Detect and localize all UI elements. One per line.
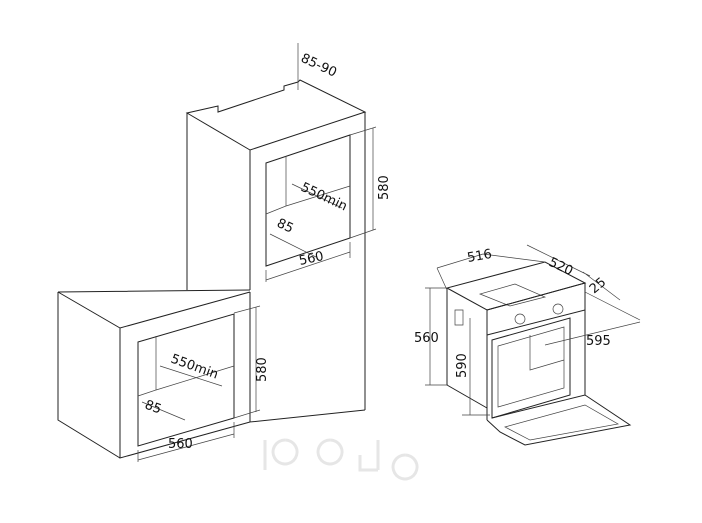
oven-front-panel-label: 25: [587, 275, 609, 297]
lower-cabinet: [57, 289, 366, 462]
tall-cabinet: [185, 43, 377, 410]
oven-body-width-label: 516: [466, 247, 493, 266]
upper-height-label: 580: [377, 175, 392, 200]
oven-body-height-label: 560: [414, 331, 439, 346]
lower-width-label: 560: [168, 437, 193, 452]
oven-drawing: [425, 244, 641, 446]
upper-back-gap-label: 85: [274, 216, 295, 237]
lower-height-label: 580: [255, 357, 270, 382]
lower-back-gap-label: 85: [143, 398, 164, 418]
watermark: [263, 438, 419, 481]
upper-depth-label: 550min: [298, 180, 349, 214]
oven-front-height-label: 590: [455, 353, 470, 378]
upper-top-clearance-label: 85-90: [298, 51, 339, 81]
oven-front-width-label: 595: [586, 334, 611, 349]
upper-width-label: 560: [298, 249, 325, 269]
